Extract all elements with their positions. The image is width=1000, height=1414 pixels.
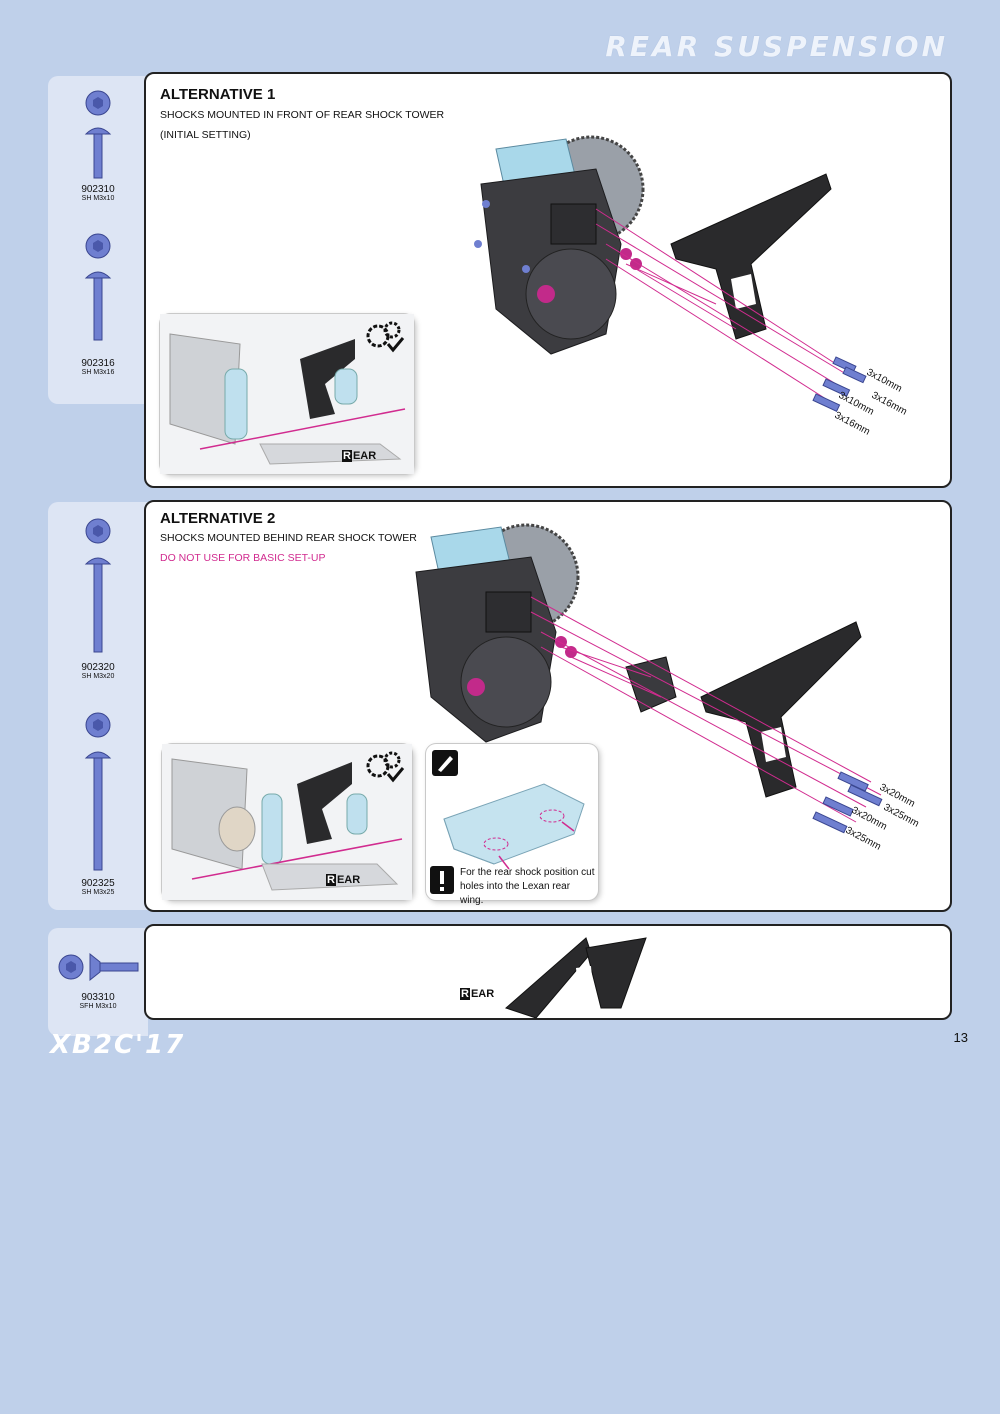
alternative-2-title: ALTERNATIVE 2 <box>160 510 276 527</box>
alternative-1-description: SHOCKS MOUNTED IN FRONT OF REAR SHOCK TO… <box>160 109 445 121</box>
part-code: 902310 <box>81 184 115 195</box>
rear-wing-illustration <box>443 783 585 870</box>
part-desc: SH M3x16 <box>81 369 115 376</box>
part-code: 902325 <box>81 878 115 889</box>
alternative-1-note: (INITIAL SETTING) <box>160 129 251 141</box>
warning-icon <box>430 866 454 894</box>
screw-head-icon <box>58 954 84 980</box>
gearbox-spacer-shock-tower-illustration: 3x20mm 3x25mm 3x20mm 3x25mm <box>415 523 921 853</box>
screw-dimension-label: 3x25mm <box>882 802 921 830</box>
screw-head-icon <box>85 90 111 116</box>
alternative-2-warning: DO NOT USE FOR BASIC SET-UP <box>160 552 326 564</box>
alternative-1-title: ALTERNATIVE 1 <box>160 86 276 103</box>
alternative-2-panel: ALTERNATIVE 2 SHOCKS MOUNTED BEHIND REAR… <box>144 500 952 912</box>
gear-check-icon <box>366 321 405 353</box>
button-head-screw-icon <box>84 127 112 179</box>
button-head-screw-icon <box>84 751 112 871</box>
brand-logo: XB2C'17 <box>50 1030 186 1060</box>
screw-dimension-label: 3x10mm <box>865 367 904 395</box>
screw-head-icon <box>85 518 111 544</box>
wing-cut-note: For the rear shock position cut holes in… <box>460 867 595 906</box>
alternative-1-panel: ALTERNATIVE 1 SHOCKS MOUNTED IN FRONT OF… <box>144 72 952 488</box>
rear-wing-inset: For the rear shock position cut holes in… <box>426 744 598 906</box>
part-code: 902320 <box>81 662 115 673</box>
alternative-2-description: SHOCKS MOUNTED BEHIND REAR SHOCK TOWER <box>160 532 417 544</box>
gearbox-shock-tower-illustration: 3x10mm 3x16mm 3x10mm 3x16mm <box>474 135 909 438</box>
screw-dimension-label: 3x20mm <box>878 782 917 810</box>
chassis-shock-illustration <box>160 314 414 474</box>
parts-sidebar-2: 902320 SH M3x20 902325 SH M3x25 <box>48 502 148 910</box>
rear-assembly-illustration <box>505 937 647 1019</box>
screw-head-icon <box>85 712 111 738</box>
button-head-screw-icon <box>84 557 112 653</box>
part-code: 903310 <box>81 992 115 1003</box>
part-desc: SH M3x20 <box>81 673 115 680</box>
screw-head-icon <box>85 233 111 259</box>
part-code: 902316 <box>81 358 115 369</box>
part-desc: SH M3x10 <box>81 195 115 202</box>
part-desc: SH M3x25 <box>81 889 115 896</box>
parts-sidebar-3: 903310 SFH M3x10 <box>48 928 148 1036</box>
page-number: 13 <box>953 1030 968 1045</box>
page-title: REAR SUSPENSION <box>605 30 948 63</box>
button-head-screw-icon <box>84 271 112 341</box>
part-desc: SFH M3x10 <box>79 1003 117 1010</box>
chassis-shock-illustration <box>162 744 412 900</box>
parts-sidebar-1: 902310 SH M3x10 902316 SH M3x16 <box>48 76 148 404</box>
flat-head-screw-icon <box>89 952 139 982</box>
gear-check-icon <box>366 751 405 783</box>
screw-dimension-label: 3x16mm <box>870 390 909 418</box>
cutting-tool-icon <box>432 750 458 776</box>
